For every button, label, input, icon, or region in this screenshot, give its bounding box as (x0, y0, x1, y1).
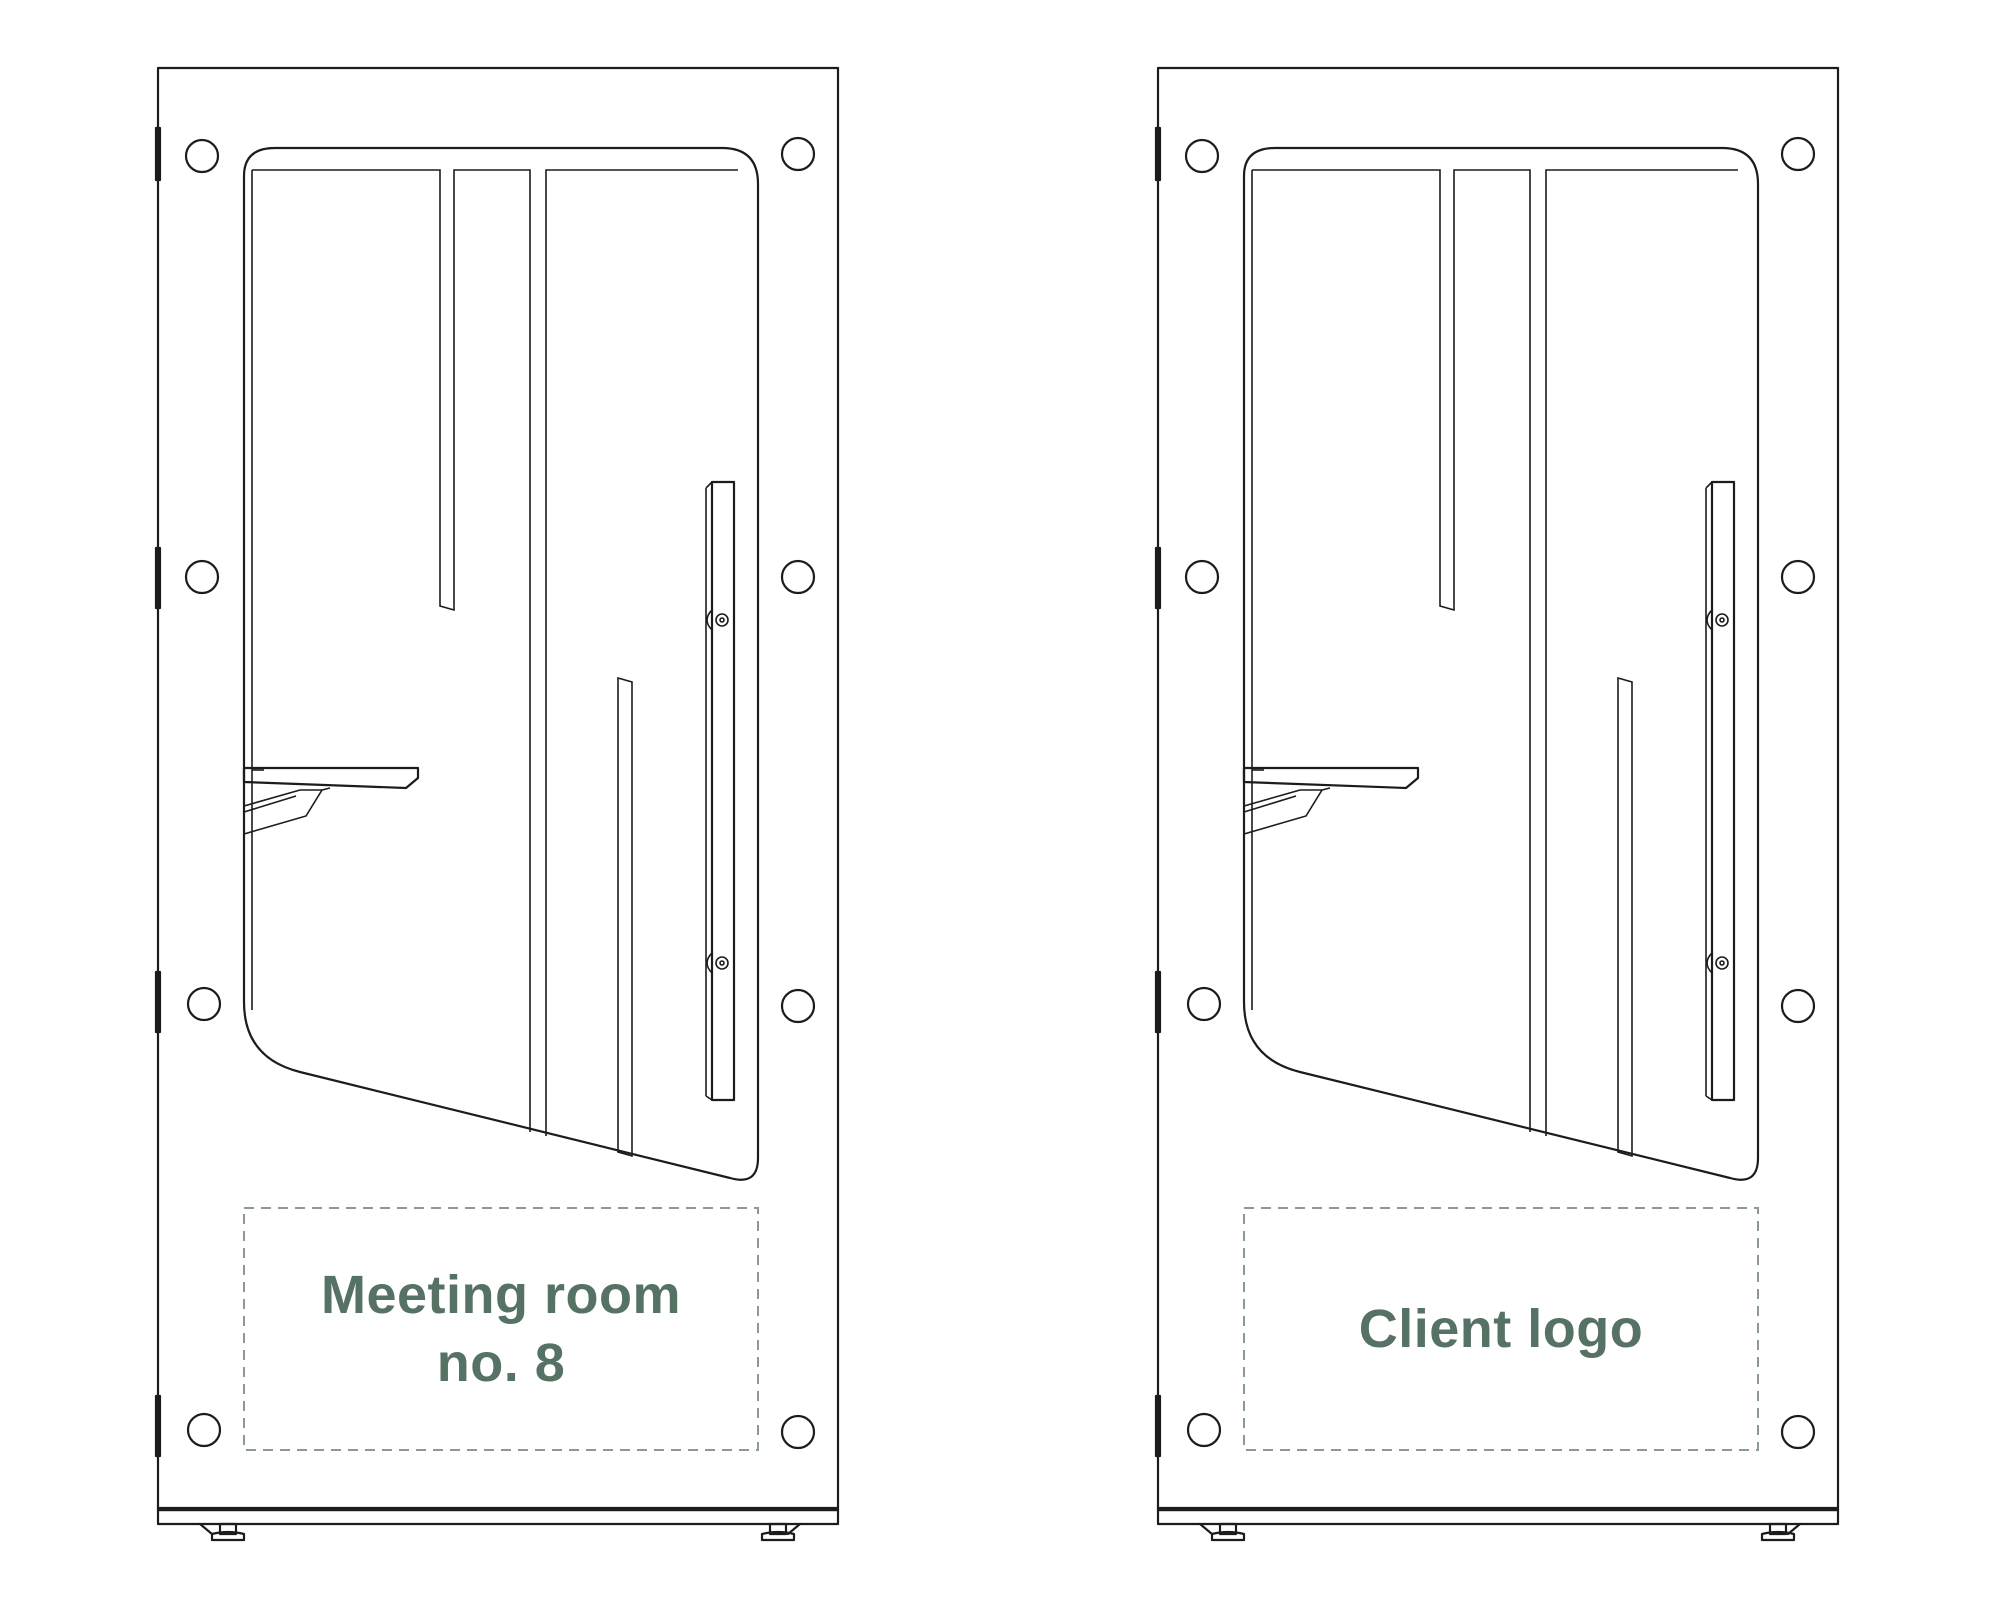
sign-placeholder-frame (1243, 1207, 1759, 1451)
desk-shelf (242, 766, 420, 835)
glass-window (1242, 146, 1760, 1181)
sign-label-panel: Client logo (1244, 1208, 1758, 1450)
hinge-mid (1154, 546, 1162, 610)
hinge-low (1154, 970, 1162, 1034)
hinge-bottom (154, 1394, 162, 1458)
hinge-low (154, 970, 162, 1034)
adjustable-feet (1210, 1522, 1796, 1542)
hinge-bottom (1154, 1394, 1162, 1458)
phone-booth-right: Client logo (1000, 0, 2000, 1600)
glass-window (242, 146, 760, 1181)
booth-frame (1154, 66, 1840, 1536)
door-handle (705, 480, 736, 1102)
sign-label-text: Client logo (1358, 1299, 1644, 1359)
sign-label-panel: Meeting room no. 8 (244, 1208, 758, 1450)
base-plinth (1156, 1508, 1840, 1526)
adjustable-feet (210, 1522, 796, 1542)
door-handle (1705, 480, 1736, 1102)
sign-label-text: Meeting room no. 8 (320, 1265, 681, 1393)
phone-booth-left: Meeting room no. 8 (154, 66, 840, 1542)
mounting-circles (184, 136, 816, 1450)
booth-drawing-right (1154, 66, 1840, 1542)
desk-shelf (1242, 766, 1420, 835)
mounting-circles (1184, 136, 1816, 1450)
hinge-top (1154, 126, 1162, 182)
sign-placeholder-frame (243, 1207, 759, 1451)
booth-drawing-left (154, 66, 840, 1542)
booth-frame (154, 66, 840, 1536)
base-plinth (156, 1508, 840, 1526)
hinge-mid (154, 546, 162, 610)
hinge-top (154, 126, 162, 182)
